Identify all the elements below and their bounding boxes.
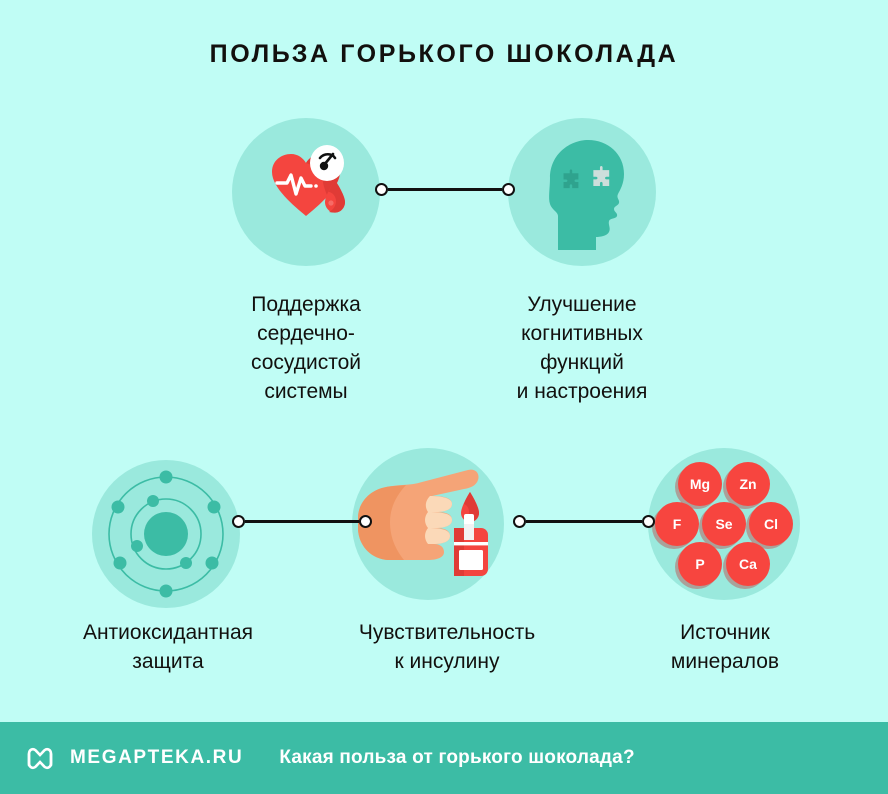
- megapteka-logo-icon: [27, 747, 53, 770]
- head-puzzle-icon: [549, 140, 624, 250]
- connector-antioxidant-insulin: [232, 513, 372, 529]
- mineral-badge: F: [655, 502, 699, 546]
- connector-node-left: [375, 182, 388, 196]
- page-title: ПОЛЬЗА ГОРЬКОГО ШОКОЛАДА: [209, 40, 679, 68]
- benefit-icon-cognitive: [508, 118, 656, 266]
- benefit-caption-cognitive: Улучшение когнитивных функций и настроен…: [516, 293, 648, 403]
- benefit-caption-cardio: Поддержка сердечно- сосудистой системы: [251, 293, 361, 403]
- benefit-caption-minerals: Источник минералов: [670, 621, 780, 673]
- mineral-badge: Se: [702, 502, 746, 546]
- connector-line: [526, 519, 642, 523]
- connector-node-right: [359, 514, 372, 528]
- benefit-caption-insulin: Чувствительность к инсулину: [358, 621, 536, 673]
- mineral-badge: Ca: [726, 542, 770, 586]
- mineral-badge: P: [678, 542, 722, 586]
- connector-line: [388, 187, 502, 191]
- mineral-badge: Cl: [749, 502, 793, 546]
- connector-cardio-cognitive: [375, 181, 515, 197]
- connector-line: [245, 519, 359, 523]
- mineral-badge: Mg: [678, 462, 722, 506]
- heart-monitor-icon: [272, 145, 345, 216]
- connector-insulin-minerals: [513, 513, 655, 529]
- benefit-icon-insulin: [352, 448, 504, 600]
- connector-node-left: [513, 514, 526, 528]
- mineral-badge: Zn: [726, 462, 770, 506]
- benefit-icon-antioxidant: [92, 460, 240, 608]
- connector-node-left: [232, 514, 245, 528]
- atom-icon: [108, 470, 224, 598]
- connector-node-right: [502, 182, 515, 196]
- benefit-icon-minerals: Mg Zn F Se Cl P Ca: [648, 448, 800, 600]
- connector-node-right: [642, 514, 655, 528]
- benefit-icon-cardio: [232, 118, 380, 266]
- hand-blood-drop-icon: [358, 469, 488, 576]
- footer-bar: MEGAPTEKA.RU Какая польза от горького шо…: [0, 722, 888, 794]
- footer-tagline: Какая польза от горького шоколада?: [279, 747, 635, 768]
- benefit-caption-antioxidant: Антиоксидантная защита: [82, 621, 254, 673]
- minerals-icon: Mg Zn F Se Cl P Ca: [648, 448, 800, 600]
- footer-brand[interactable]: MEGAPTEKA.RU: [70, 747, 244, 768]
